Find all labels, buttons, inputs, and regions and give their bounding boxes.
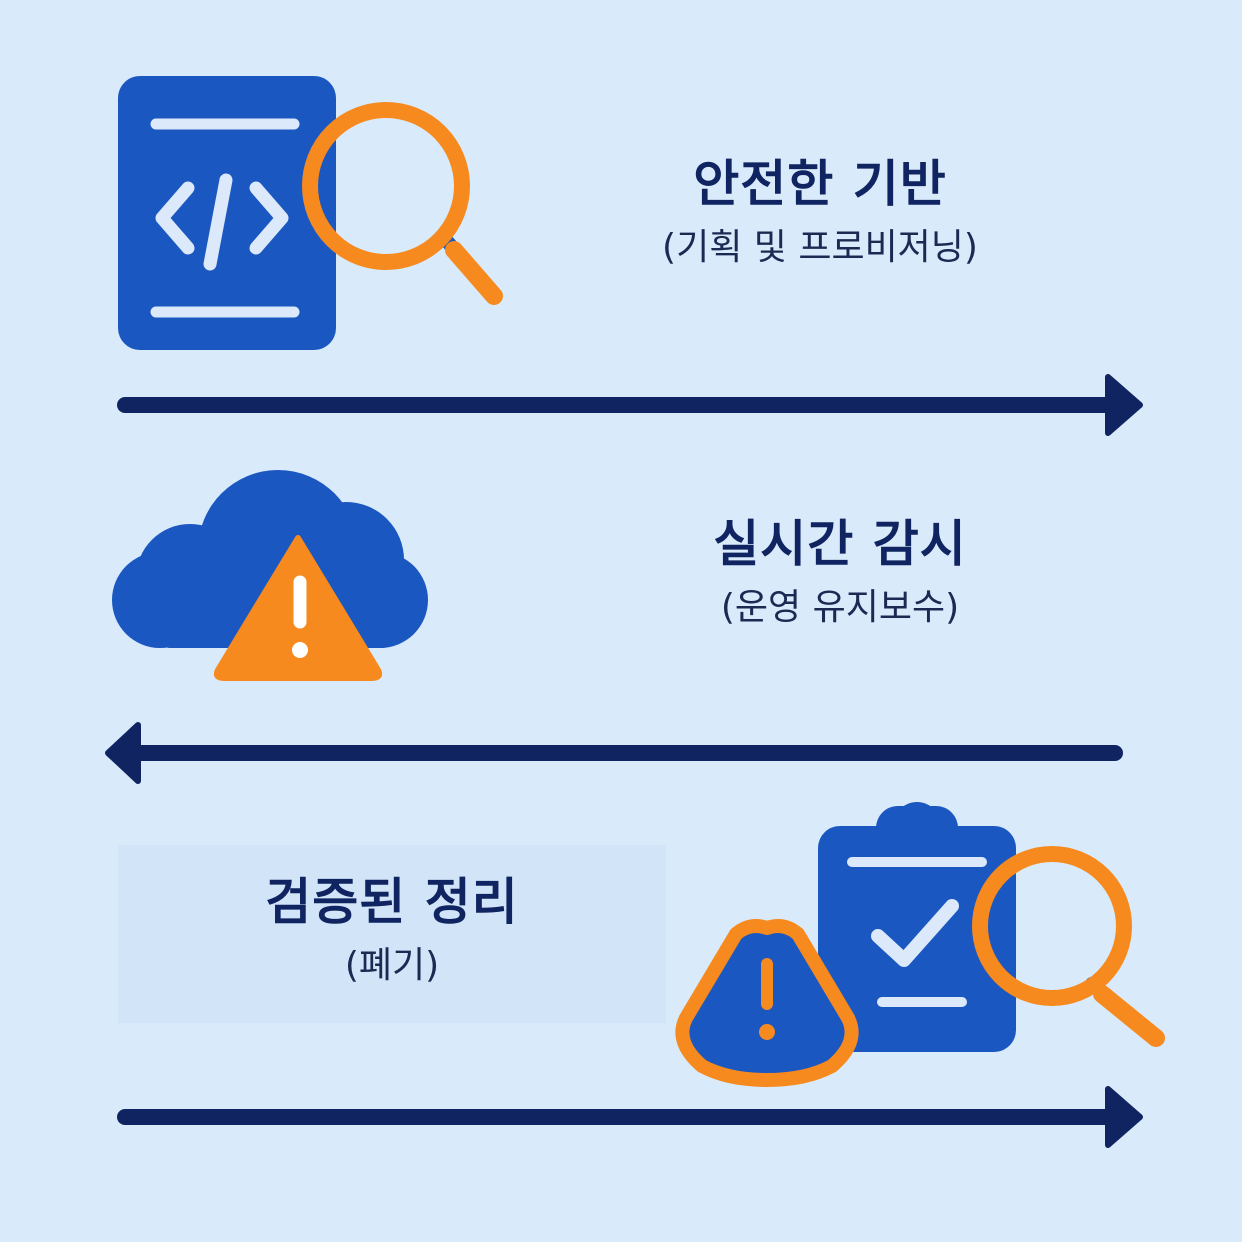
- stage-3-label-panel: [118, 845, 666, 1023]
- cloud-with-warning-icon: [112, 470, 428, 681]
- stage-1-text: 안전한 기반 (기획 및 프로비저닝): [570, 152, 1070, 274]
- document-icon: [118, 76, 336, 350]
- warning-badge-icon: [675, 919, 859, 1087]
- stage-1-title: 안전한 기반: [693, 155, 947, 213]
- clipboard-check-with-warning-and-magnifier-icon: [675, 802, 1165, 1087]
- stage-2-text: 실시간 감시 (운영 유지보수): [590, 512, 1090, 634]
- stage-3-title: 검증된 정리: [265, 873, 519, 931]
- cloud-icon: [112, 470, 428, 648]
- stage-2-title: 실시간 감시: [713, 515, 967, 573]
- code-document-with-magnifier-icon: [118, 76, 503, 350]
- stage-1-subtitle: (기획 및 프로비저닝): [662, 227, 978, 268]
- arrow-right-3: [117, 1086, 1143, 1148]
- arrow-left-2: [105, 722, 1123, 784]
- warning-triangle-icon: [213, 535, 383, 681]
- stage-3-subtitle: (폐기): [344, 945, 440, 986]
- code-brackets-icon: [155, 173, 289, 271]
- stage-2-subtitle: (운영 유지보수): [720, 587, 960, 628]
- arrow-right-1: [117, 374, 1143, 436]
- magnifier-icon: [972, 846, 1165, 1047]
- stage-3-text: 검증된 정리 (폐기): [118, 870, 666, 992]
- magnifier-icon: [302, 102, 503, 305]
- clipboard-icon: [818, 802, 1016, 1052]
- checkmark-icon: [871, 899, 959, 967]
